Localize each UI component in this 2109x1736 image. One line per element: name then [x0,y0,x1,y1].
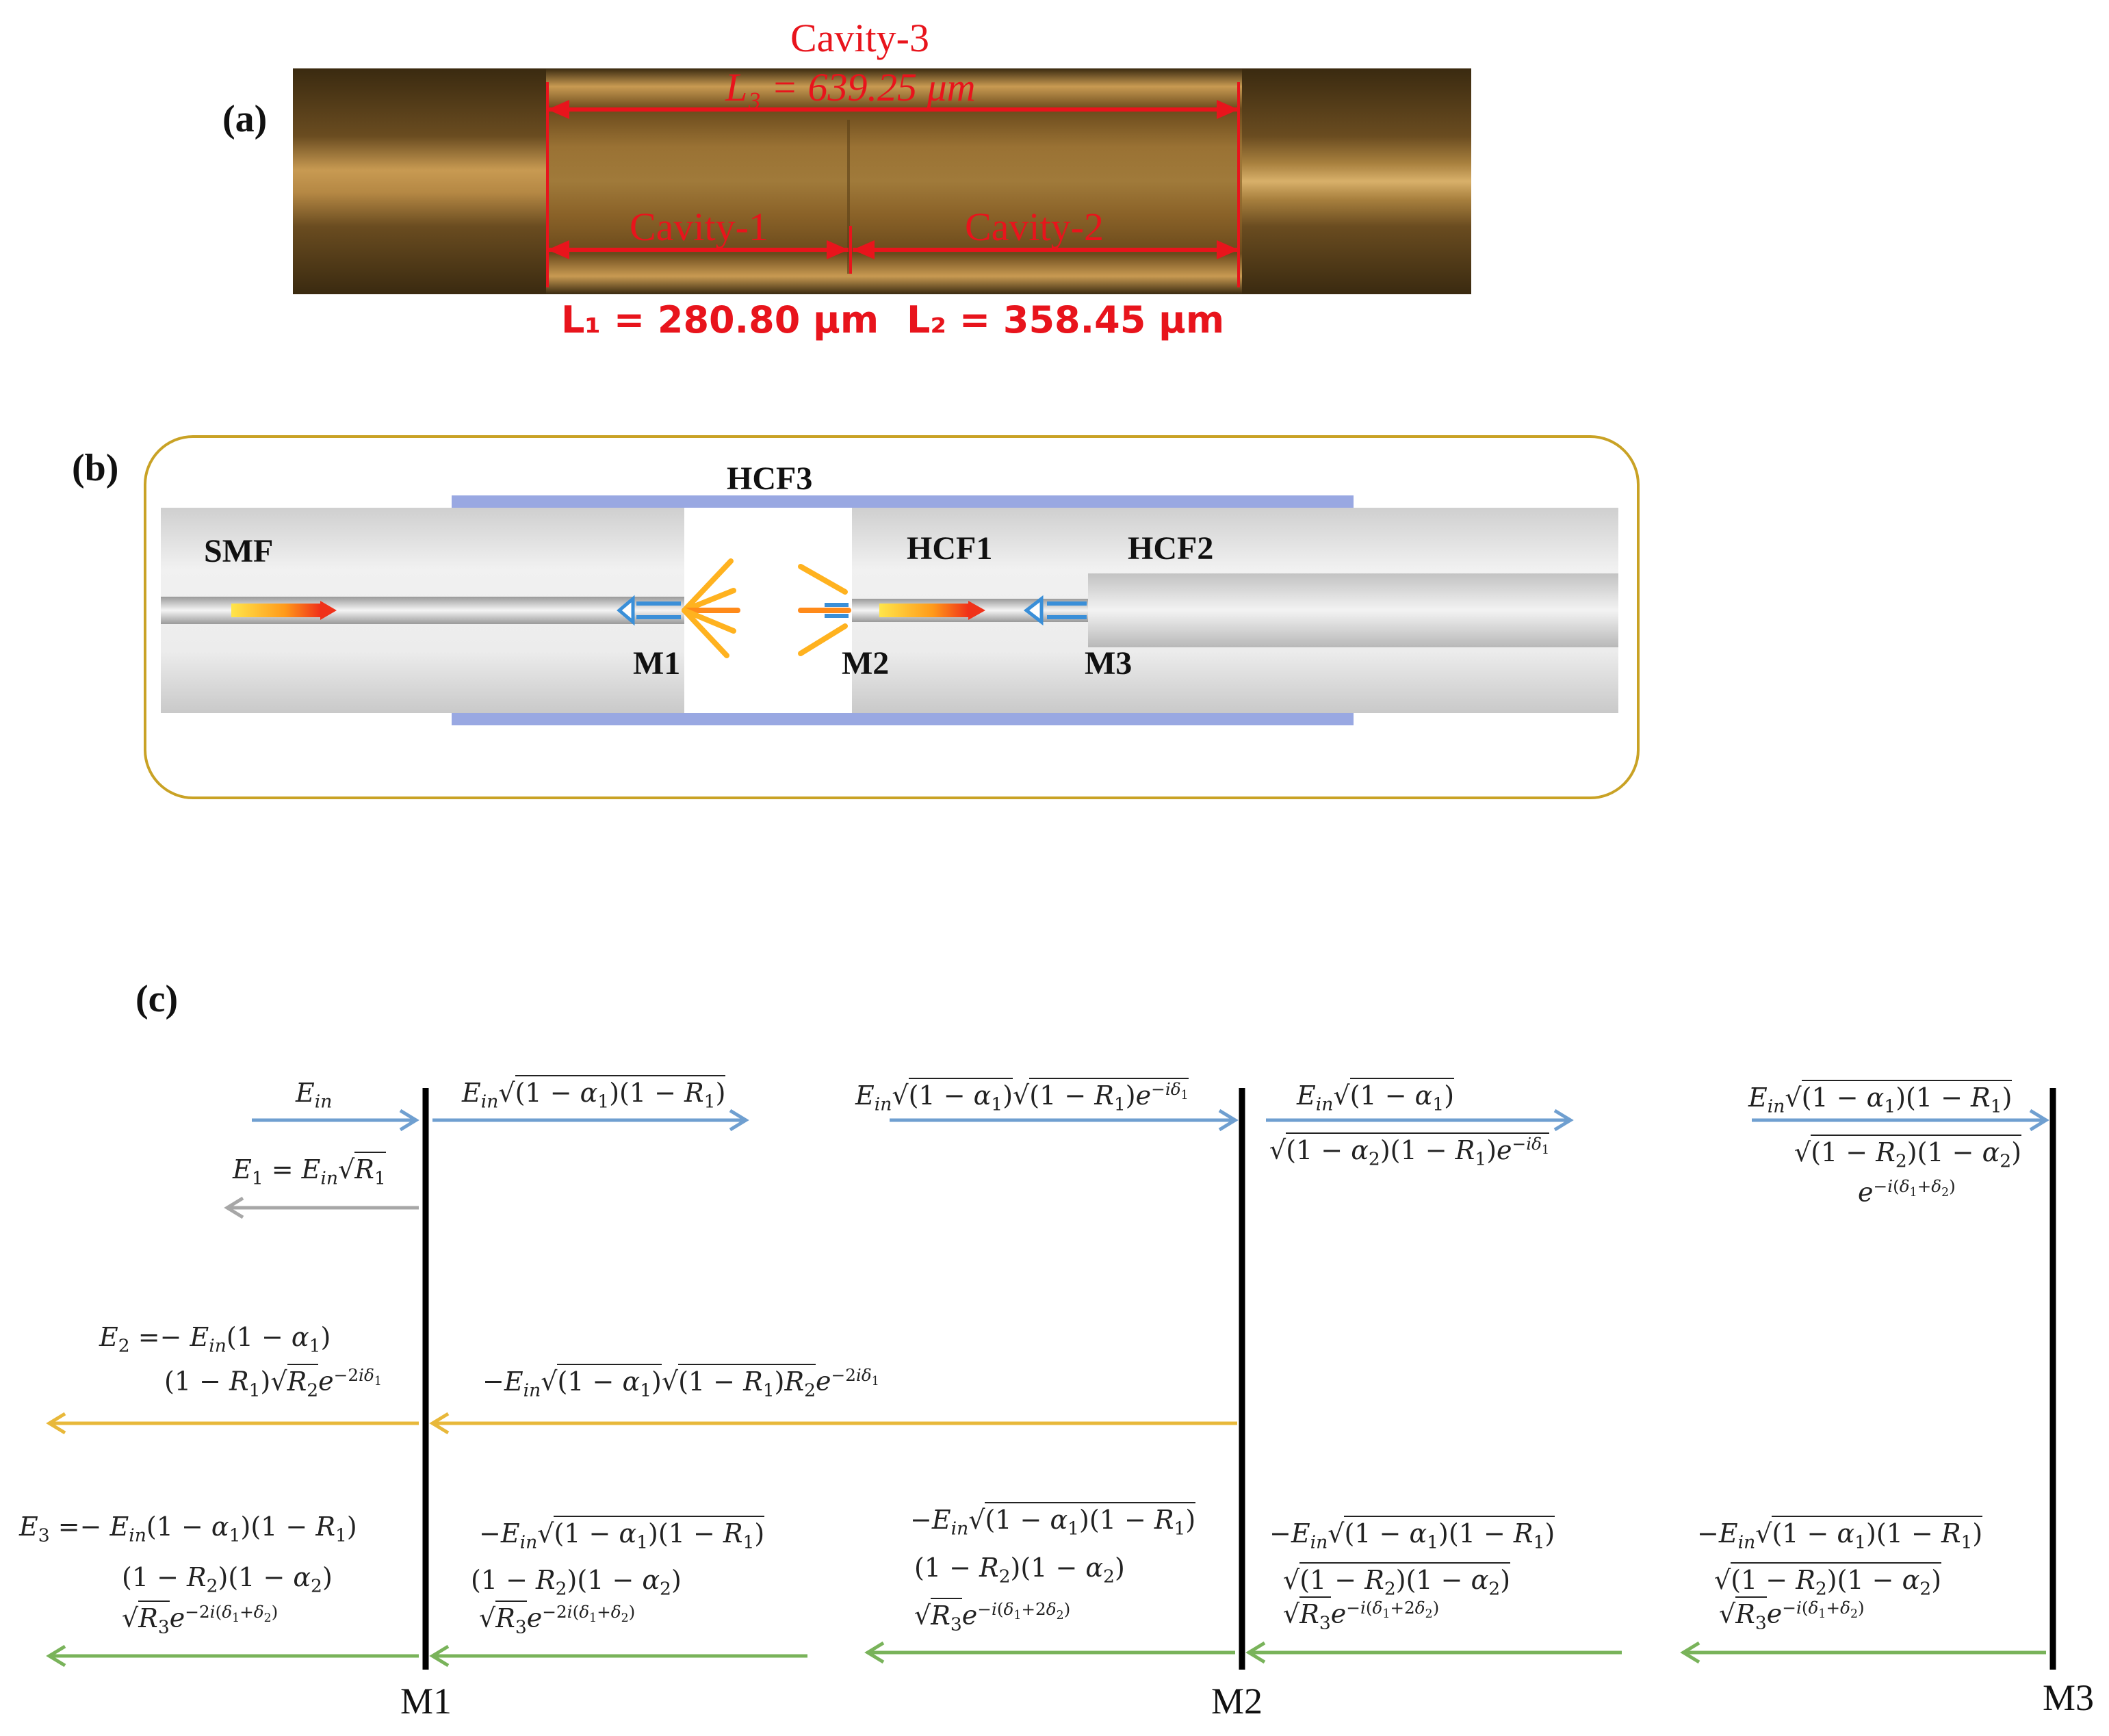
micrograph-smf-section [293,68,546,294]
eq-m2-reflected: −Ein√(1 − α1)√(1 − R1)R2e−2iδ1 [482,1363,879,1400]
green-arrows [46,1641,2046,1668]
yellow-arrows [46,1412,1237,1435]
l1-value: L₁ = 280.80 μm [561,298,879,341]
m1-scatter-rays [682,558,740,658]
m2-label-c: M2 [1211,1681,1263,1722]
micrograph-hcf2-section [1242,68,1471,294]
eq-m1-green-2: (1 − R2)(1 − α2) [471,1565,682,1600]
l2-arrowhead-right [1217,240,1239,259]
m3-label-b: M3 [1085,645,1133,682]
m1-reflected-beams [617,595,681,626]
hcf2-fiber [1088,573,1618,647]
panel-b-label: (b) [72,447,119,489]
hcf1-label: HCF1 [907,530,993,567]
eq-m2-forward-2: √(1 − α2)(1 − R1)e−iδ1 [1269,1132,1549,1169]
eq-e2-line1: E2 =− Ein(1 − α1) [99,1322,331,1357]
panel-c-label: (c) [135,978,179,1020]
eq-m3-green-1: −Ein√(1 − α1)(1 − R1) [1697,1516,1983,1552]
eq-m3-green-2: √(1 − R2)(1 − α2) [1714,1562,1942,1598]
m3-reflected-beams [1023,595,1087,626]
eq-m1-green-1: −Ein√(1 − α1)(1 − R1) [479,1516,765,1552]
l2-arrowhead-left [853,240,875,259]
l2-value: L₂ = 358.45 μm [907,298,1225,341]
hcf1-beam-head [968,601,985,620]
gray-arrow [224,1196,419,1219]
eq-e3-line2: (1 − R2)(1 − α2) [122,1562,333,1597]
cavity3-label: Cavity-3 [790,16,929,60]
m3-label-c: M3 [2043,1677,2095,1718]
eq-m1-green-3: √R3e−2i(δ1+δ2) [479,1600,635,1637]
eq-e3-line1: E3 =− Ein(1 − α1)(1 − R1) [19,1512,357,1546]
hcf3-sleeve-bottom [452,713,1354,725]
eq-m3-incident-2: √(1 − R2)(1 − α2) [1794,1135,2022,1171]
l3-arrowhead-right [1217,100,1239,119]
hcf3-label: HCF3 [727,461,813,497]
m1-label-b: M1 [633,645,681,682]
l3-arrowhead-left [547,100,569,119]
eq-e3-line3: √R3e−2i(δ1+δ2) [122,1600,278,1637]
eq-e2-line2: (1 − R1)√R2e−2iδ1 [164,1363,382,1400]
l1-arrowhead-right [827,240,849,259]
eq-m2r-green-1: −Ein√(1 − α1)(1 − R1) [1269,1516,1555,1552]
hcf2-label: HCF2 [1128,530,1214,567]
eq-m3-incident-1: Ein√(1 − α1)(1 − R1) [1748,1080,2013,1116]
m1-label-c: M1 [400,1681,452,1722]
eq-m2r-green-2: √(1 − R2)(1 − α2) [1283,1562,1511,1598]
signal-flow-svg [46,1088,2056,1670]
m2-reflected-beams [825,603,849,618]
hcf1-beam [879,604,968,617]
input-beam-head [320,601,337,620]
eq-m2-green-1: −Ein√(1 − α1)(1 − R1) [910,1502,1196,1538]
eq-m2-forward-1: Ein√(1 − α1) [1297,1078,1455,1114]
l1-arrowhead-left [547,240,569,259]
eq-m1-forward: Ein√(1 − α1)(1 − R1) [462,1075,726,1111]
eq-ein: Ein [296,1078,333,1113]
cavity1-label: Cavity-1 [630,205,768,249]
eq-m2-green-2: (1 − R2)(1 − α2) [914,1553,1125,1588]
m2-label-b: M2 [842,645,890,682]
eq-m2r-green-3: √R3e−i(δ1+2δ2) [1283,1596,1439,1633]
micrograph-svg [293,68,1471,294]
eq-m2-green-3: √R3e−i(δ1+2δ2) [914,1597,1070,1634]
schematic-frame [144,435,1640,799]
eq-m3-incident-3: e−i(δ1+δ2) [1858,1176,1956,1208]
eq-m3-green-3: √R3e−i(δ1+δ2) [1719,1596,1865,1633]
l3-value: L₃ = 639.25 μm [725,65,976,109]
input-beam [231,604,320,617]
hcf3-sleeve-top [452,495,1354,508]
cavity2-label: Cavity-2 [965,205,1104,249]
schematic-svg [144,435,1640,799]
m2-scatter-rays [798,564,851,656]
blue-arrows [252,1109,2049,1132]
smf-label: SMF [204,533,274,569]
panel-a-label: (a) [222,98,268,140]
eq-m2-incident: Ein√(1 − α1)√(1 − R1)e−iδ1 [855,1077,1189,1114]
eq-e1: E1 = Ein√R1 [233,1152,386,1188]
